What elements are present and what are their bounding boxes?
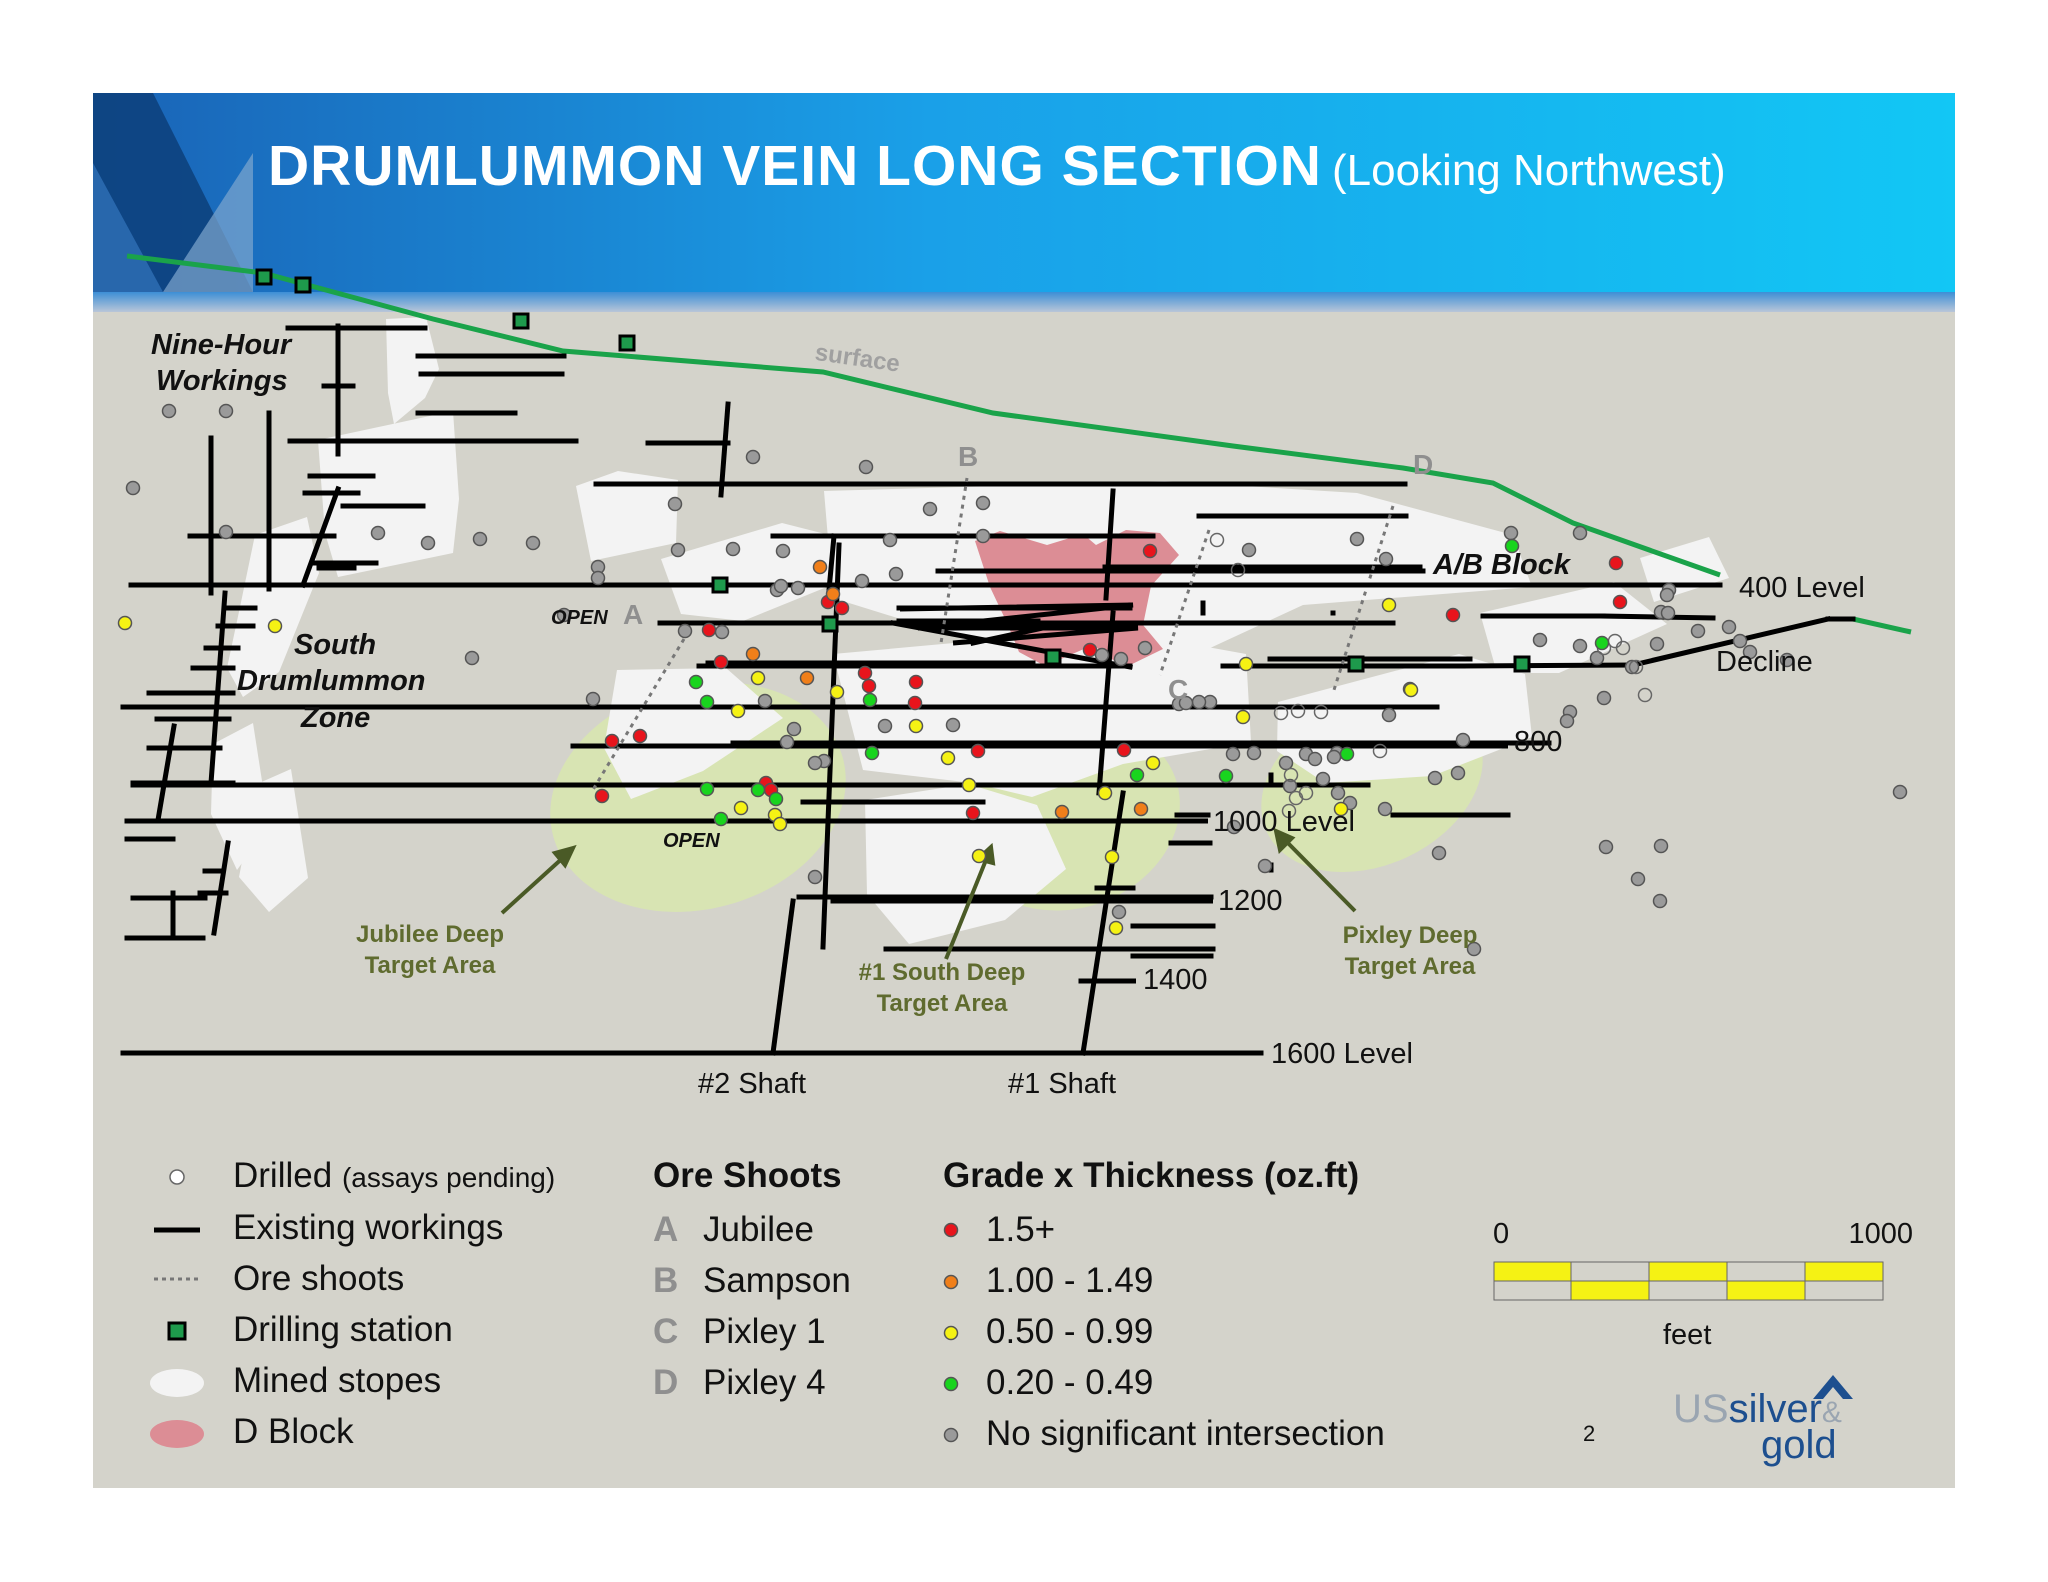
ore-shoot-b-name: Sampson [703, 1261, 851, 1300]
logo-us: US [1673, 1387, 1729, 1431]
pixley-target-label-2: Target Area [1344, 953, 1476, 980]
drill-holes-no-significant [125, 403, 1908, 957]
page-title: DRUMLUMMON VEIN LONG SECTION(Looking Nor… [268, 133, 1726, 199]
scale-bar: 0 1000 [1493, 1218, 1913, 1308]
nine-hour-label-2: Workings [156, 365, 288, 397]
shaft-1-label: #1 Shaft [1008, 1068, 1117, 1100]
company-logo: USsilver& gold [1673, 1373, 1893, 1473]
logo-line-1: USsilver& [1673, 1387, 1842, 1432]
legend-station: Drilling station [233, 1310, 453, 1349]
south-zone-label-3: Zone [301, 702, 371, 734]
legend-drilled: Drilled (assays pending) [233, 1156, 555, 1196]
ore-shoots-heading: Ore Shoots [653, 1156, 842, 1195]
open-label-2: OPEN [663, 830, 720, 852]
scale-end: 1000 [1848, 1218, 1913, 1250]
existing-workings [120, 323, 1856, 1056]
level-1000-label: 1000 Level [1213, 806, 1355, 838]
ore-shoot-d-letter: D [653, 1363, 679, 1402]
scale-start: 0 [1493, 1218, 1510, 1250]
grade-green-label: 0.20 - 0.49 [986, 1363, 1154, 1402]
drill-holes-red [594, 543, 1628, 821]
drilling-stations [255, 268, 1531, 673]
legend-dblock: D Block [233, 1412, 354, 1451]
drill-holes-orange [745, 559, 1149, 820]
level-markers [1093, 582, 1720, 1056]
logo-amp: & [1821, 1396, 1842, 1429]
drill-holes-yellow [117, 597, 1419, 936]
ore-shoot-outlines [589, 477, 1395, 794]
grade-yellow-label: 0.50 - 0.99 [986, 1312, 1154, 1351]
title-banner: DRUMLUMMON VEIN LONG SECTION(Looking Nor… [93, 93, 1955, 292]
scale-bar-graphic [1493, 1261, 1884, 1301]
level-800-label: 800 [1514, 726, 1563, 758]
nine-hour-label-1: Nine-Hour [151, 329, 292, 361]
ore-shoot-a-letter: A [653, 1210, 679, 1249]
surface-line [126, 253, 1721, 578]
drill-holes-green [688, 538, 1610, 827]
d-block-zigzag [899, 602, 1139, 646]
ore-shoot-b-letter: B [653, 1261, 679, 1300]
jubilee-target-label-2: Target Area [364, 952, 496, 979]
decline-green [1852, 616, 1912, 635]
ore-shoot-letter-a: A [623, 599, 644, 630]
title-subtitle: (Looking Northwest) [1331, 146, 1726, 195]
legend-symbols [150, 1169, 959, 1448]
banner-graphic [93, 93, 253, 292]
ab-block-label: A/B Block [1433, 549, 1570, 581]
ore-shoot-a-name: Jubilee [703, 1210, 814, 1249]
grade-red-label: 1.5+ [986, 1210, 1056, 1249]
long-section-map [117, 253, 1912, 1056]
banner-stripe [93, 292, 1955, 312]
shaft-2-label: #2 Shaft [698, 1068, 807, 1100]
ore-shoot-d-name: Pixley 4 [703, 1363, 826, 1402]
legend-stopes: Mined stopes [233, 1361, 442, 1400]
south-zone-label-1: South [294, 629, 377, 661]
level-1200-label: 1200 [1218, 885, 1283, 917]
ore-shoot-letter-b: B [958, 441, 979, 472]
level-1600-label: 1600 Level [1271, 1038, 1413, 1070]
slide: DRUMLUMMON VEIN LONG SECTION(Looking Nor… [93, 93, 1955, 1488]
south-target-label-2: Target Area [876, 990, 1008, 1017]
legend-drilled-label: Drilled [233, 1156, 333, 1195]
title-main: DRUMLUMMON VEIN LONG SECTION [268, 134, 1322, 198]
legend-drilled-note: (assays pending) [341, 1162, 556, 1193]
ore-shoot-c-letter: C [653, 1312, 679, 1351]
mountain-icon [1813, 1375, 1853, 1399]
logo-gold: gold [1761, 1423, 1837, 1467]
grade-orange-label: 1.00 - 1.49 [986, 1261, 1154, 1300]
ore-shoot-letter-c: C [1168, 674, 1189, 705]
open-label-1: OPEN [551, 607, 608, 629]
legend-ore-shoots: Ore shoots [233, 1259, 405, 1298]
south-target-label-1: #1 South Deep [858, 959, 1026, 986]
jubilee-target-label-1: Jubilee Deep [355, 921, 505, 948]
pixley-target-label-1: Pixley Deep [1342, 922, 1478, 949]
scale-unit: feet [1663, 1319, 1712, 1351]
ore-shoot-letter-d: D [1413, 449, 1434, 480]
level-400-label: 400 Level [1739, 572, 1865, 604]
logo-silver: silver [1728, 1387, 1822, 1431]
level-1400-label: 1400 [1143, 964, 1208, 996]
south-zone-label-2: Drumlummon [237, 665, 426, 697]
legend-workings: Existing workings [233, 1208, 504, 1247]
ore-shoot-c-name: Pixley 1 [703, 1312, 826, 1351]
grade-heading: Grade x Thickness (oz.ft) [943, 1156, 1360, 1195]
decline-label: Decline [1716, 646, 1813, 678]
grade-gray-label: No significant intersection [986, 1414, 1385, 1453]
page-number: 2 [1583, 1421, 1596, 1446]
